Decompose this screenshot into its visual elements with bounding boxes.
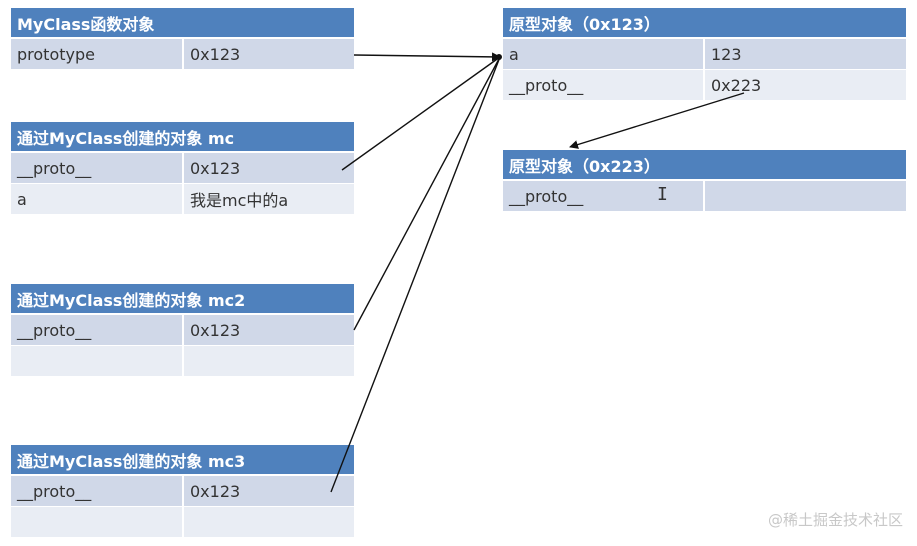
table-row: __proto__ 0x123 [11, 474, 355, 507]
table-row: __proto__ [503, 179, 907, 211]
table-row [11, 345, 355, 376]
function-object-table: MyClass函数对象 prototype 0x123 [11, 8, 354, 69]
mc3-proto-pointer-line [330, 56, 501, 493]
instance-mc3-table: 通过MyClass创建的对象 mc3 __proto__ 0x123 [11, 445, 355, 537]
prototype-pointer-line [353, 52, 501, 62]
property-value: 我是mc中的a [182, 183, 354, 214]
instance-mc-table: 通过MyClass创建的对象 mc __proto__ 0x123 a 我是mc… [11, 122, 354, 214]
property-key: a [11, 183, 183, 214]
proto-value: 0x123 [181, 313, 355, 346]
pointer-junction-dot [496, 54, 502, 60]
proto-value: 0x223 [702, 69, 907, 100]
proto-chain-pointer-line [569, 92, 745, 149]
empty-key [11, 506, 183, 537]
instance-mc-title: 通过MyClass创建的对象 mc [11, 122, 354, 153]
text-cursor-icon: I [657, 184, 668, 205]
prototype-value: 0x123 [182, 37, 354, 69]
mc-proto-pointer-line [341, 56, 501, 171]
proto-key: __proto__ [503, 179, 704, 211]
instance-mc2-table: 通过MyClass创建的对象 mc2 __proto__ 0x123 [11, 284, 355, 376]
empty-value [181, 345, 355, 376]
table-row: a 我是mc中的a [11, 183, 354, 214]
proto-key: __proto__ [11, 474, 183, 507]
proto-key: __proto__ [11, 313, 183, 346]
table-row: __proto__ 0x223 [503, 69, 907, 100]
prototype-0x223-table: 原型对象（0x223） __proto__ [503, 150, 907, 211]
table-row: prototype 0x123 [11, 37, 354, 69]
empty-value [181, 506, 355, 537]
proto-value: 0x123 [182, 151, 354, 184]
proto-key: __proto__ [11, 151, 183, 184]
property-key: a [503, 37, 704, 70]
prototype-0x123-table: 原型对象（0x123） a 123 __proto__ 0x223 [503, 8, 907, 100]
proto-key: __proto__ [503, 69, 704, 100]
table-row: __proto__ 0x123 [11, 313, 355, 346]
property-value: 123 [702, 37, 907, 70]
proto-value [702, 179, 907, 211]
table-row: __proto__ 0x123 [11, 151, 354, 184]
table-row [11, 506, 355, 537]
prototype-0x223-title: 原型对象（0x223） [503, 150, 907, 181]
mc2-proto-pointer-line [353, 56, 501, 331]
table-row: a 123 [503, 37, 907, 70]
instance-mc2-title: 通过MyClass创建的对象 mc2 [11, 284, 355, 315]
function-object-title: MyClass函数对象 [11, 8, 354, 39]
prototype-0x123-title: 原型对象（0x123） [503, 8, 907, 39]
empty-key [11, 345, 183, 376]
proto-value: 0x123 [181, 474, 355, 507]
watermark: @稀土掘金技术社区 [767, 511, 903, 529]
instance-mc3-title: 通过MyClass创建的对象 mc3 [11, 445, 355, 476]
prototype-key: prototype [11, 37, 183, 69]
